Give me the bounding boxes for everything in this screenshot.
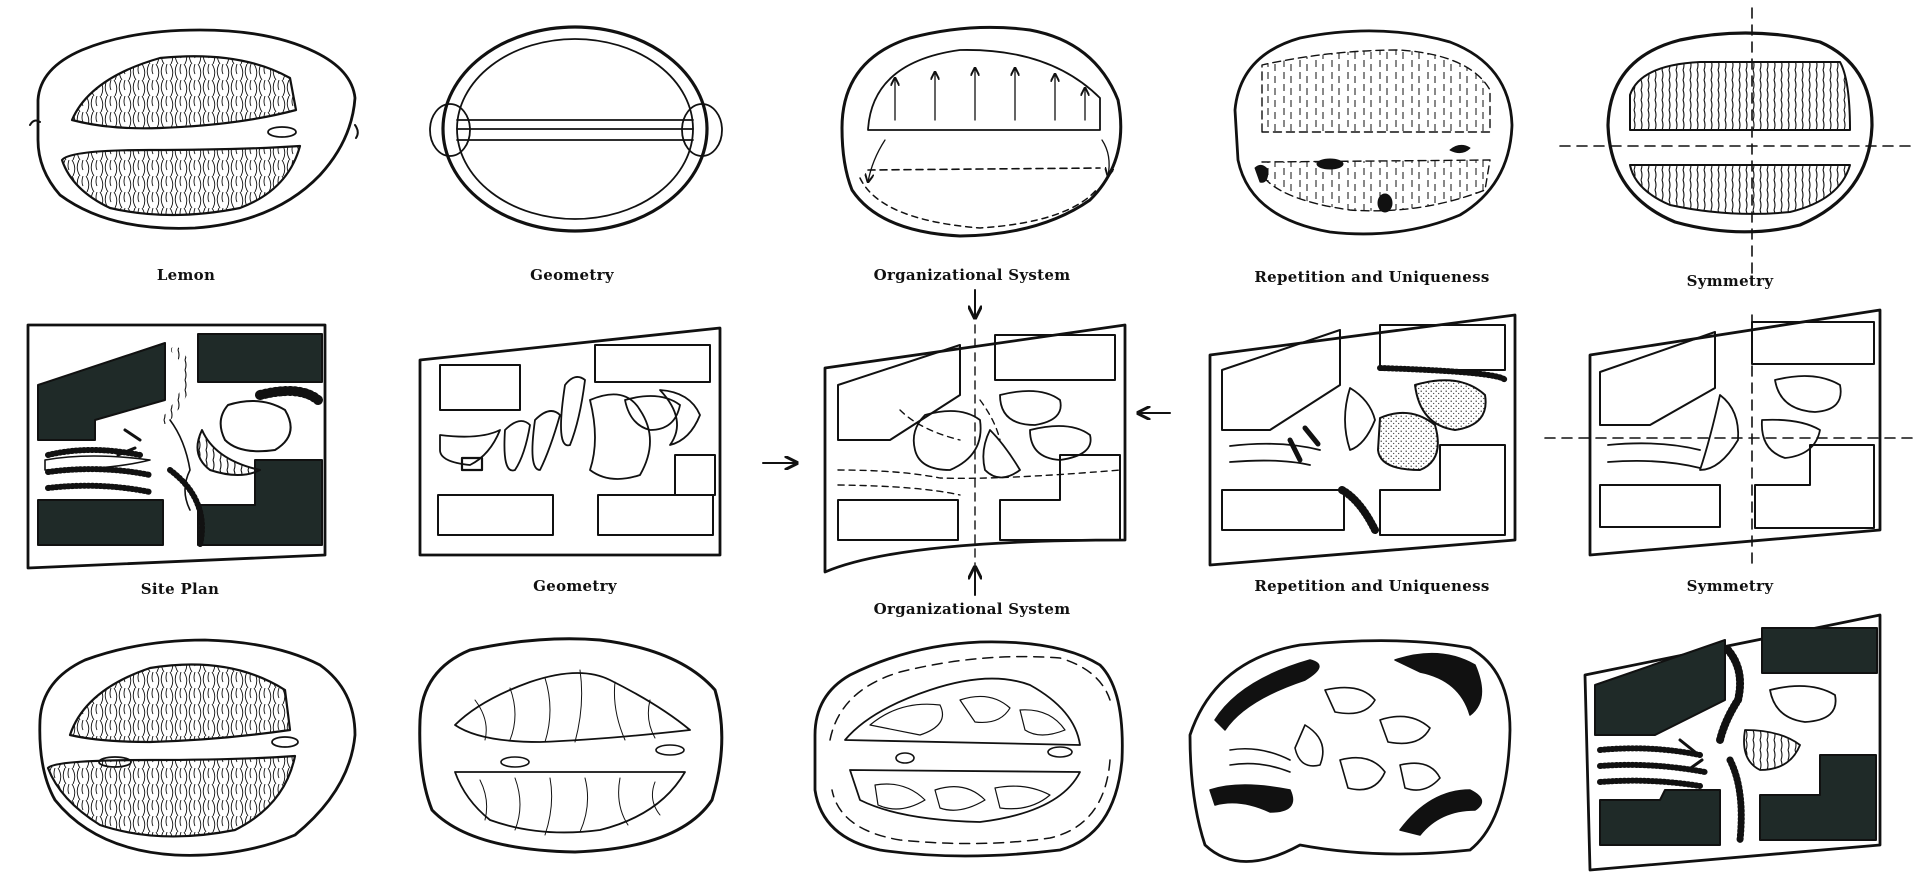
- lemon-organization-sketch: [842, 27, 1121, 236]
- site-geometry-sketch: [420, 328, 720, 555]
- lemon-cells-organization-sketch: [815, 642, 1122, 856]
- lemon-section-sketch: [30, 30, 358, 228]
- lemon-symmetry-sketch: [1560, 8, 1910, 280]
- site-repetition-blobs-sketch: [1190, 641, 1510, 862]
- caption-repetition-and-uniqueness: Repetition and Uniqueness: [1254, 268, 1490, 286]
- site-repetition-sketch: [1210, 315, 1515, 565]
- caption-repetition-and-uniqueness-2: Repetition and Uniqueness: [1254, 577, 1490, 595]
- caption-organizational-system-2: Organizational System: [873, 600, 1071, 618]
- caption-organizational-system: Organizational System: [873, 266, 1071, 284]
- lemon-repetition-sketch: [1235, 31, 1512, 234]
- site-organization-sketch: [825, 325, 1125, 572]
- lemon-section-sketch-2: [40, 640, 355, 855]
- site-symmetry-sketch: [1545, 310, 1915, 565]
- caption-symmetry-2: Symmetry: [1686, 577, 1774, 595]
- caption-symmetry: Symmetry: [1686, 272, 1774, 290]
- caption-geometry: Geometry: [530, 266, 614, 284]
- caption-geometry-2: Geometry: [533, 577, 617, 595]
- site-plan-sketch: [28, 325, 325, 568]
- lemon-geometry-sketch: [430, 27, 722, 231]
- site-plan-final-sketch: [1585, 615, 1880, 870]
- lemon-cells-sketch: [420, 639, 722, 852]
- caption-site-plan: Site Plan: [140, 580, 220, 598]
- caption-lemon: Lemon: [156, 266, 216, 284]
